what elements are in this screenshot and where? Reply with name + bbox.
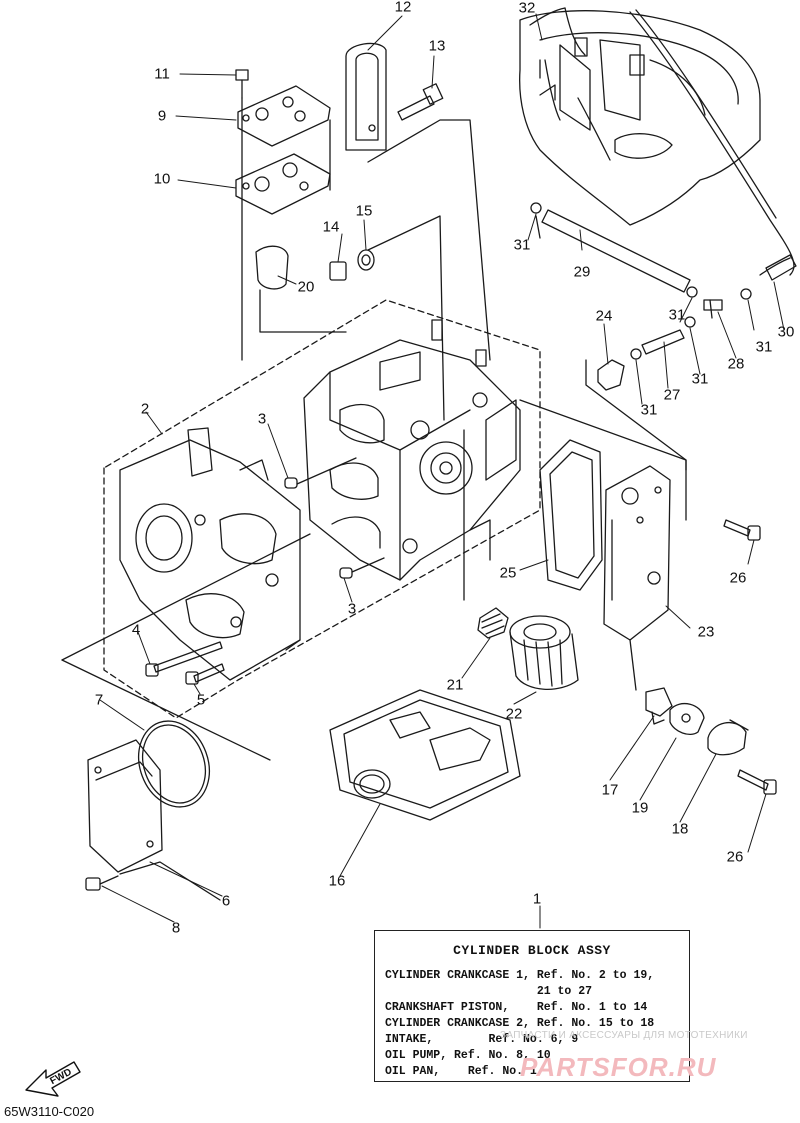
legend-line: INTAKE, Ref. No. 6, 9 (385, 1033, 579, 1046)
callout-21: 21 (446, 676, 464, 694)
legend-line: CYLINDER CRANKCASE 2, Ref. No. 15 to 18 (385, 1017, 655, 1030)
callout-leaders (99, 13, 785, 929)
oil-pan-gasket-16 (329, 689, 521, 821)
o-ring-7 (138, 720, 210, 808)
callout-22: 22 (505, 705, 523, 723)
callout-29: 29 (573, 263, 591, 281)
legend-title: CYLINDER BLOCK ASSY (453, 943, 611, 958)
callout-1: 1 (532, 890, 542, 908)
crankcase-outline (103, 299, 541, 719)
callout-16: 16 (328, 872, 346, 890)
callout-2: 2 (140, 400, 150, 418)
plug-14 (329, 261, 347, 281)
crankcase-half (119, 427, 301, 681)
side-cover-23 (603, 465, 671, 641)
callout-31-b: 31 (668, 306, 686, 324)
callout-32: 32 (518, 0, 536, 17)
callout-13: 13 (428, 37, 446, 55)
callout-31-a: 31 (513, 236, 531, 254)
callout-26-lower: 26 (726, 848, 744, 866)
callout-3-lower: 3 (347, 600, 357, 618)
callout-5: 5 (196, 691, 206, 709)
water-hoses (530, 59, 797, 471)
cylinder-block (303, 319, 521, 581)
callout-12: 12 (394, 0, 412, 16)
fwd-label: FWD (48, 1067, 73, 1087)
bolt-13 (397, 83, 444, 121)
forward-arrow-icon: FWD (22, 1050, 82, 1105)
callout-20: 20 (297, 278, 315, 296)
callout-6: 6 (221, 892, 231, 910)
callout-24: 24 (595, 307, 613, 325)
callout-9: 9 (157, 107, 167, 125)
callout-3-upper: 3 (257, 410, 267, 428)
gasket-10 (235, 153, 331, 215)
callout-15: 15 (355, 202, 373, 220)
callout-17: 17 (601, 781, 619, 799)
callout-31-d: 31 (691, 370, 709, 388)
callout-30: 30 (777, 323, 795, 341)
callout-14: 14 (322, 218, 340, 236)
callout-18: 18 (671, 820, 689, 838)
assembly-legend: CYLINDER BLOCK ASSY CYLINDER CRANKCASE 1… (374, 930, 690, 1082)
intake-plate-6 (87, 739, 163, 873)
gasket-25 (539, 439, 603, 591)
callout-10: 10 (153, 170, 171, 188)
legend-line: OIL PUMP, Ref. No. 8, 10 (385, 1049, 551, 1062)
legend-line: 21 to 27 (385, 985, 593, 998)
thermostat-17 (645, 687, 673, 725)
lower-casing-part (519, 7, 795, 276)
oil-filter-22 (509, 615, 579, 691)
gasket-19 (669, 702, 705, 736)
callout-7: 7 (94, 691, 104, 709)
cover-plate-9 (237, 85, 331, 147)
legend-line: OIL PAN, Ref. No. 1 (385, 1065, 537, 1078)
bolt-4 (145, 641, 223, 677)
screw-11 (235, 69, 249, 99)
bolt-5 (185, 663, 225, 685)
watermark-tagline: ЗАПЧАСТИ И АКСЕССУАРЫ ДЛЯ МОТОТЕХНИКИ (500, 1030, 748, 1041)
callout-31-c: 31 (755, 338, 773, 356)
bolt-26-lower (737, 769, 777, 795)
callout-28: 28 (727, 355, 745, 373)
watermark-brand: PARTSFOR.RU (520, 1052, 717, 1082)
diagram-code: 65W3110-C020 (4, 1104, 95, 1119)
callout-31-e: 31 (640, 401, 658, 419)
dowel-pin-lower (339, 567, 353, 579)
callout-26-upper: 26 (729, 569, 747, 587)
legend-line: CRANKSHAFT PISTON, Ref. No. 1 to 14 (385, 1001, 648, 1014)
callout-19: 19 (631, 799, 649, 817)
callout-11: 11 (154, 65, 170, 83)
callout-27: 27 (663, 386, 681, 404)
legend-line: CYLINDER CRANKCASE 1, Ref. No. 2 to 19, (385, 969, 655, 982)
callout-4: 4 (131, 621, 141, 639)
thermostat-cover-18 (707, 719, 749, 756)
bracket-12 (345, 42, 387, 151)
callout-23: 23 (697, 623, 715, 641)
callout-8: 8 (171, 919, 181, 937)
dowel-pin-upper (284, 477, 298, 489)
strainer-21 (477, 607, 509, 639)
bolt-26-upper (723, 519, 761, 541)
washer-15 (357, 249, 375, 271)
screw-8 (85, 875, 119, 891)
sleeve-20 (255, 245, 289, 290)
callout-25: 25 (499, 564, 517, 582)
